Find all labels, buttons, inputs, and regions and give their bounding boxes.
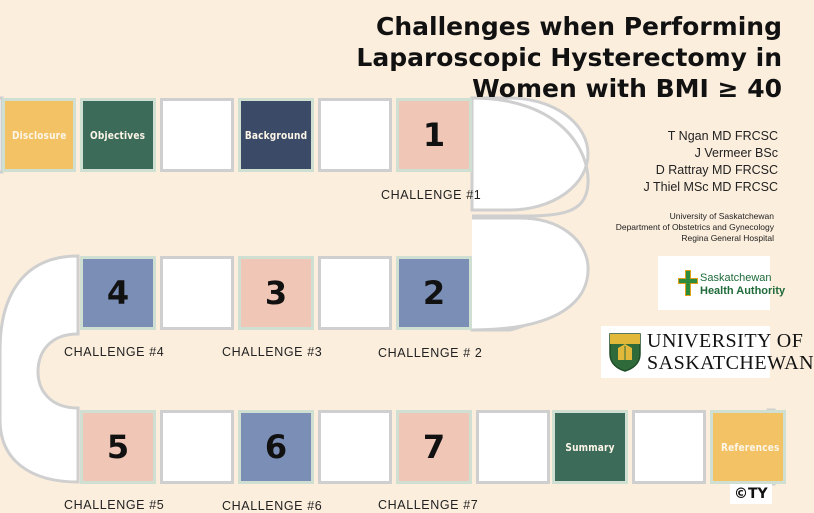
challenge-4-number: 4 bbox=[106, 274, 130, 312]
challenge-6-tile[interactable]: 6 bbox=[238, 410, 314, 484]
challenge-7-caption: CHALLENGE #7 bbox=[378, 498, 479, 512]
usask-logo-line-1: UNIVERSITY OF bbox=[647, 330, 804, 352]
challenge-3-number: 3 bbox=[264, 274, 288, 312]
summary-tile[interactable]: Summary bbox=[552, 410, 628, 484]
slide-title-line-1: Challenges when Performing bbox=[376, 12, 782, 41]
slide-title-line-3: Women with BMI ≥ 40 bbox=[472, 74, 782, 103]
blank-tile bbox=[160, 98, 234, 172]
challenge-2-caption: CHALLENGE # 2 bbox=[378, 346, 483, 360]
challenge-6-caption: CHALLENGE #6 bbox=[222, 499, 323, 513]
disclosure-tile[interactable]: Disclosure bbox=[2, 98, 76, 172]
sha-logo-line-1: Saskatchewan bbox=[700, 272, 772, 284]
challenge-1-caption: CHALLENGE #1 bbox=[381, 188, 482, 202]
objectives-label: Objectives bbox=[90, 128, 146, 142]
challenge-5-number: 5 bbox=[106, 428, 130, 466]
slide-title-line-2: Laparoscopic Hysterectomy in bbox=[356, 43, 782, 72]
author-3: D Rattray MD FRCSC bbox=[655, 163, 778, 177]
sha-cross-icon bbox=[678, 270, 698, 296]
challenge-7-tile[interactable]: 7 bbox=[396, 410, 472, 484]
track-curve-right-lower bbox=[471, 216, 590, 332]
author-1: T Ngan MD FRCSC bbox=[667, 129, 778, 143]
sha-logo-line-2: Health Authority bbox=[700, 285, 786, 297]
challenge-5-tile[interactable]: 5 bbox=[80, 410, 156, 484]
author-2: J Vermeer BSc bbox=[694, 146, 778, 160]
challenge-3-tile[interactable]: 3 bbox=[238, 256, 314, 330]
copyright-mark: ©TY bbox=[730, 484, 772, 504]
blank-tile bbox=[318, 410, 392, 484]
sha-logo: Saskatchewan Health Authority bbox=[658, 256, 785, 310]
track-curve-left bbox=[0, 254, 80, 484]
challenge-3-caption: CHALLENGE #3 bbox=[222, 345, 323, 359]
summary-label: Summary bbox=[565, 440, 615, 454]
track-curve-right-outer bbox=[471, 96, 590, 218]
references-tile[interactable]: References bbox=[710, 410, 786, 484]
challenge-2-number: 2 bbox=[422, 274, 446, 312]
challenge-5-caption: CHALLENGE #5 bbox=[64, 498, 165, 512]
disclosure-label: Disclosure bbox=[11, 128, 67, 142]
blank-tile bbox=[318, 98, 392, 172]
blank-tile bbox=[632, 410, 706, 484]
objectives-tile[interactable]: Objectives bbox=[80, 98, 156, 172]
challenge-1-number: 1 bbox=[422, 116, 446, 154]
background-label: Background bbox=[244, 128, 308, 142]
blank-tile bbox=[160, 256, 234, 330]
usask-crest-icon bbox=[609, 333, 641, 372]
slide: Disclosure Objectives Background 1 CHALL… bbox=[0, 12, 814, 513]
affiliation-line-2: Department of Obstetrics and Gynecology bbox=[615, 222, 774, 232]
blank-tile bbox=[476, 410, 550, 484]
challenge-4-caption: CHALLENGE #4 bbox=[64, 345, 165, 359]
challenge-2-tile[interactable]: 2 bbox=[396, 256, 472, 330]
usask-logo: UNIVERSITY OF SASKATCHEWAN bbox=[601, 326, 814, 378]
challenge-1-tile[interactable]: 1 bbox=[396, 98, 472, 172]
blank-tile bbox=[160, 410, 234, 484]
blank-tile bbox=[318, 256, 392, 330]
usask-logo-line-2: SASKATCHEWAN bbox=[647, 352, 814, 374]
background-tile[interactable]: Background bbox=[238, 98, 314, 172]
references-label: References bbox=[721, 440, 780, 454]
author-4: J Thiel MSc MD FRCSC bbox=[643, 180, 778, 194]
challenge-6-number: 6 bbox=[264, 428, 288, 466]
challenge-4-tile[interactable]: 4 bbox=[80, 256, 156, 330]
affiliation-line-3: Regina General Hospital bbox=[681, 233, 774, 243]
affiliation-line-1: University of Saskatchewan bbox=[669, 211, 774, 221]
challenge-7-number: 7 bbox=[422, 428, 446, 466]
